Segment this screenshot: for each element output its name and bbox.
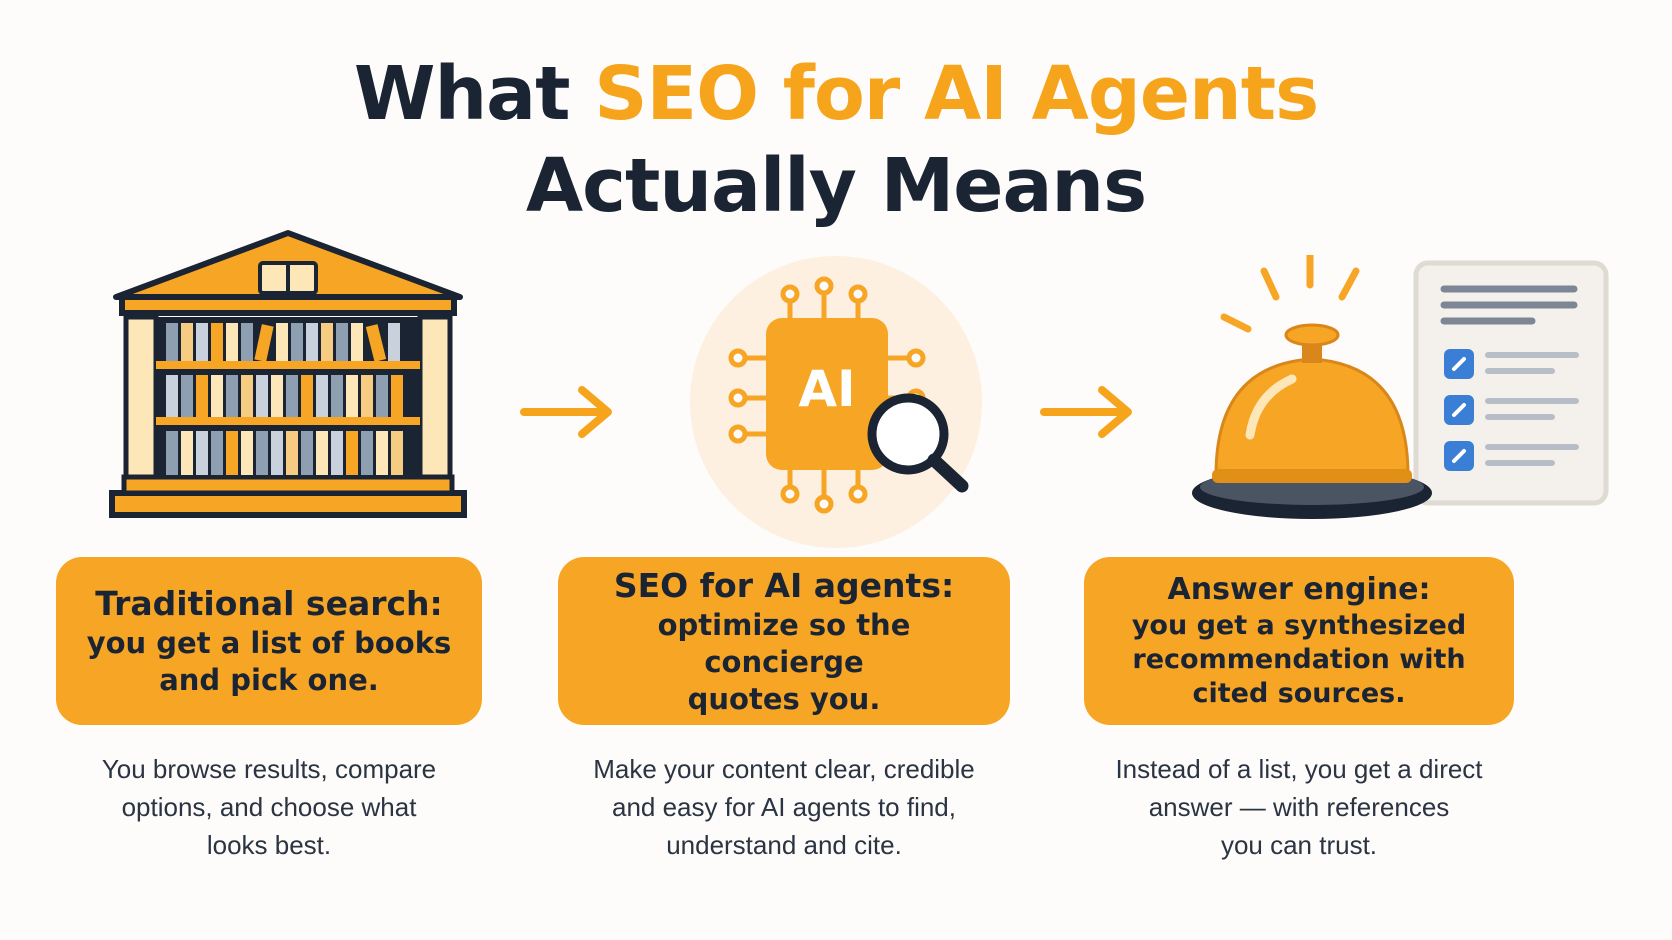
step-card-traditional-search: Traditional search: you get a list of bo… <box>56 557 482 725</box>
page-title: What SEO for AI Agents Actually Means <box>0 48 1672 232</box>
title-line-2: Actually Means <box>525 143 1147 229</box>
card-heading: Answer engine: <box>1167 572 1431 607</box>
link-icon <box>1444 441 1474 471</box>
description-line: and easy for AI agents to find, <box>611 792 956 822</box>
description-line: you can trust. <box>1220 830 1378 860</box>
description-line: understand and cite. <box>666 830 902 860</box>
card-heading: SEO for AI agents: <box>613 565 955 605</box>
description-line: options, and choose what <box>121 792 417 822</box>
description-line: You browse results, compare <box>101 754 437 784</box>
link-icon <box>1444 349 1474 379</box>
description-line: Instead of a list, you get a direct <box>1115 754 1483 784</box>
card-body-line: recommendation with <box>1132 644 1466 675</box>
magnifier-icon <box>867 393 969 493</box>
description-line: Make your content clear, credible <box>593 754 975 784</box>
ai-chip-search-icon: AI <box>674 248 994 552</box>
book-emblem-icon <box>258 261 318 295</box>
description-line: looks best. <box>206 830 332 860</box>
concierge-bell-icon <box>1172 251 1612 559</box>
card-body-line: you get a list of books <box>86 626 452 660</box>
chip-label: AI <box>798 360 855 418</box>
link-icon <box>1444 395 1474 425</box>
step-card-seo-for-ai-agents: SEO for AI agents: optimize so the conci… <box>558 557 1010 725</box>
card-body-line: quotes you. <box>687 681 881 716</box>
cited-sources-document-icon <box>1413 260 1609 506</box>
card-body-line: you get a synthesized <box>1131 610 1467 641</box>
title-highlight: SEO for AI Agents <box>594 51 1319 137</box>
card-body-line: optimize so the concierge <box>657 607 911 679</box>
card-body-line: and pick one. <box>159 663 379 697</box>
card-heading: Traditional search: <box>95 584 443 623</box>
arrow-right-icon <box>520 382 620 446</box>
title-line-1: What SEO for AI Agents <box>0 48 1672 140</box>
title-prefix: What <box>353 51 595 137</box>
library-icon <box>108 225 468 539</box>
step-description-answer-engine: Instead of a list, you get a direct answ… <box>1084 750 1514 864</box>
step-card-answer-engine: Answer engine: you get a synthesized rec… <box>1084 557 1514 725</box>
card-body-line: cited sources. <box>1192 678 1406 709</box>
description-line: answer — with references <box>1148 792 1450 822</box>
arrow-right-icon-2 <box>1040 382 1140 446</box>
step-description-traditional-search: You browse results, compare options, and… <box>56 750 482 864</box>
step-description-seo-for-ai-agents: Make your content clear, credible and ea… <box>558 750 1010 864</box>
